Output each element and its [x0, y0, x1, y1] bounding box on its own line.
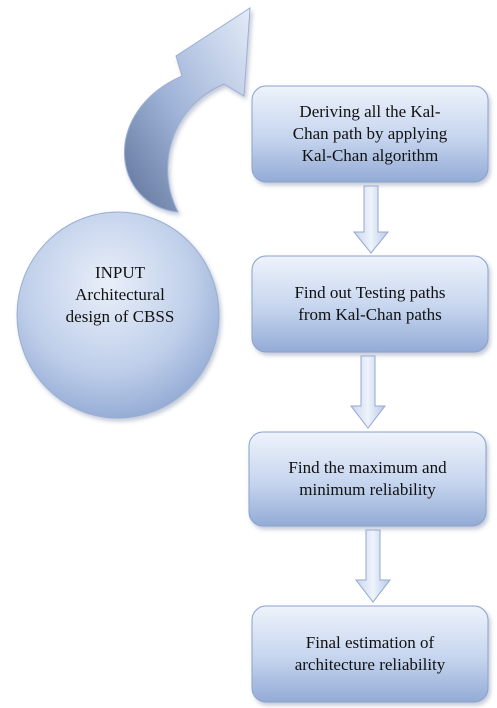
down-arrow-1	[352, 185, 390, 254]
step-4: Final estimation of architecture reliabi…	[252, 606, 488, 702]
input-label-line-1: INPUT	[94, 263, 146, 282]
step-1-text: Deriving all the Kal- Chan path by apply…	[292, 102, 448, 165]
input-label-line-3: design of CBSS	[65, 307, 175, 326]
curved-arrow	[124, 7, 251, 213]
step-2-text: Find out Testing paths from Kal-Chan pat…	[294, 283, 446, 324]
down-arrow-2	[349, 355, 387, 429]
step-3: Find the maximum and minimum reliability	[249, 432, 486, 526]
step-1: Deriving all the Kal- Chan path by apply…	[252, 86, 488, 182]
step-box-1	[251, 85, 489, 183]
step-box-4	[251, 605, 489, 703]
step-2: Find out Testing paths from Kal-Chan pat…	[252, 256, 488, 352]
step-4-text: Final estimation of architecture reliabi…	[294, 633, 446, 674]
step-box-2	[251, 255, 489, 353]
input-label: INPUT Architectural design of CBSS	[20, 262, 220, 328]
step-box-3	[248, 431, 487, 527]
input-label-line-2: Architectural	[75, 285, 165, 304]
input-oval	[16, 211, 220, 419]
step-3-text: Find the maximum and minimum reliability	[288, 458, 447, 499]
down-arrow-3	[354, 529, 392, 603]
